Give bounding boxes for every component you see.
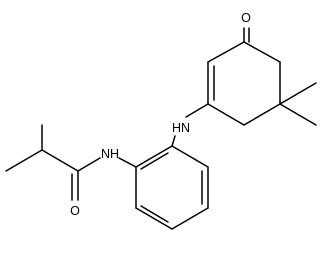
bond-ar4-ar5 bbox=[135, 207, 173, 230]
amide-nh-label: NH bbox=[101, 147, 119, 161]
ketone-oxygen-label: O bbox=[241, 11, 251, 25]
amide-oxygen-label: O bbox=[70, 204, 80, 218]
bond-c1-n bbox=[185, 103, 209, 118]
atom-labels: O HN NH O bbox=[70, 11, 251, 218]
bond-methyl-b bbox=[279, 103, 317, 126]
amine-nh-label: HN bbox=[172, 121, 190, 135]
bond-ch-me-left bbox=[5, 149, 43, 172]
bond-co-c4 bbox=[243, 41, 281, 63]
bond-namide-ccarbonyl bbox=[77, 157, 101, 172]
bond-lines bbox=[5, 27, 317, 230]
bond-ccarbonyl-ch bbox=[41, 149, 79, 172]
bond-methyl-a bbox=[279, 82, 317, 105]
bond-ar6-namide bbox=[118, 157, 137, 168]
bond-c2-co bbox=[207, 41, 245, 63]
bond-cq-ch2 bbox=[243, 103, 281, 126]
bond-ar6-ar1 bbox=[135, 145, 173, 168]
bond-ch2-c1 bbox=[207, 103, 245, 126]
bond-n-aryl bbox=[171, 135, 176, 147]
bond-ar3-ar4 bbox=[171, 207, 209, 230]
bond-ar1-ar2 bbox=[171, 145, 209, 168]
bond-ar-inner-3 bbox=[140, 152, 169, 170]
bond-ar-inner-2 bbox=[140, 205, 169, 223]
